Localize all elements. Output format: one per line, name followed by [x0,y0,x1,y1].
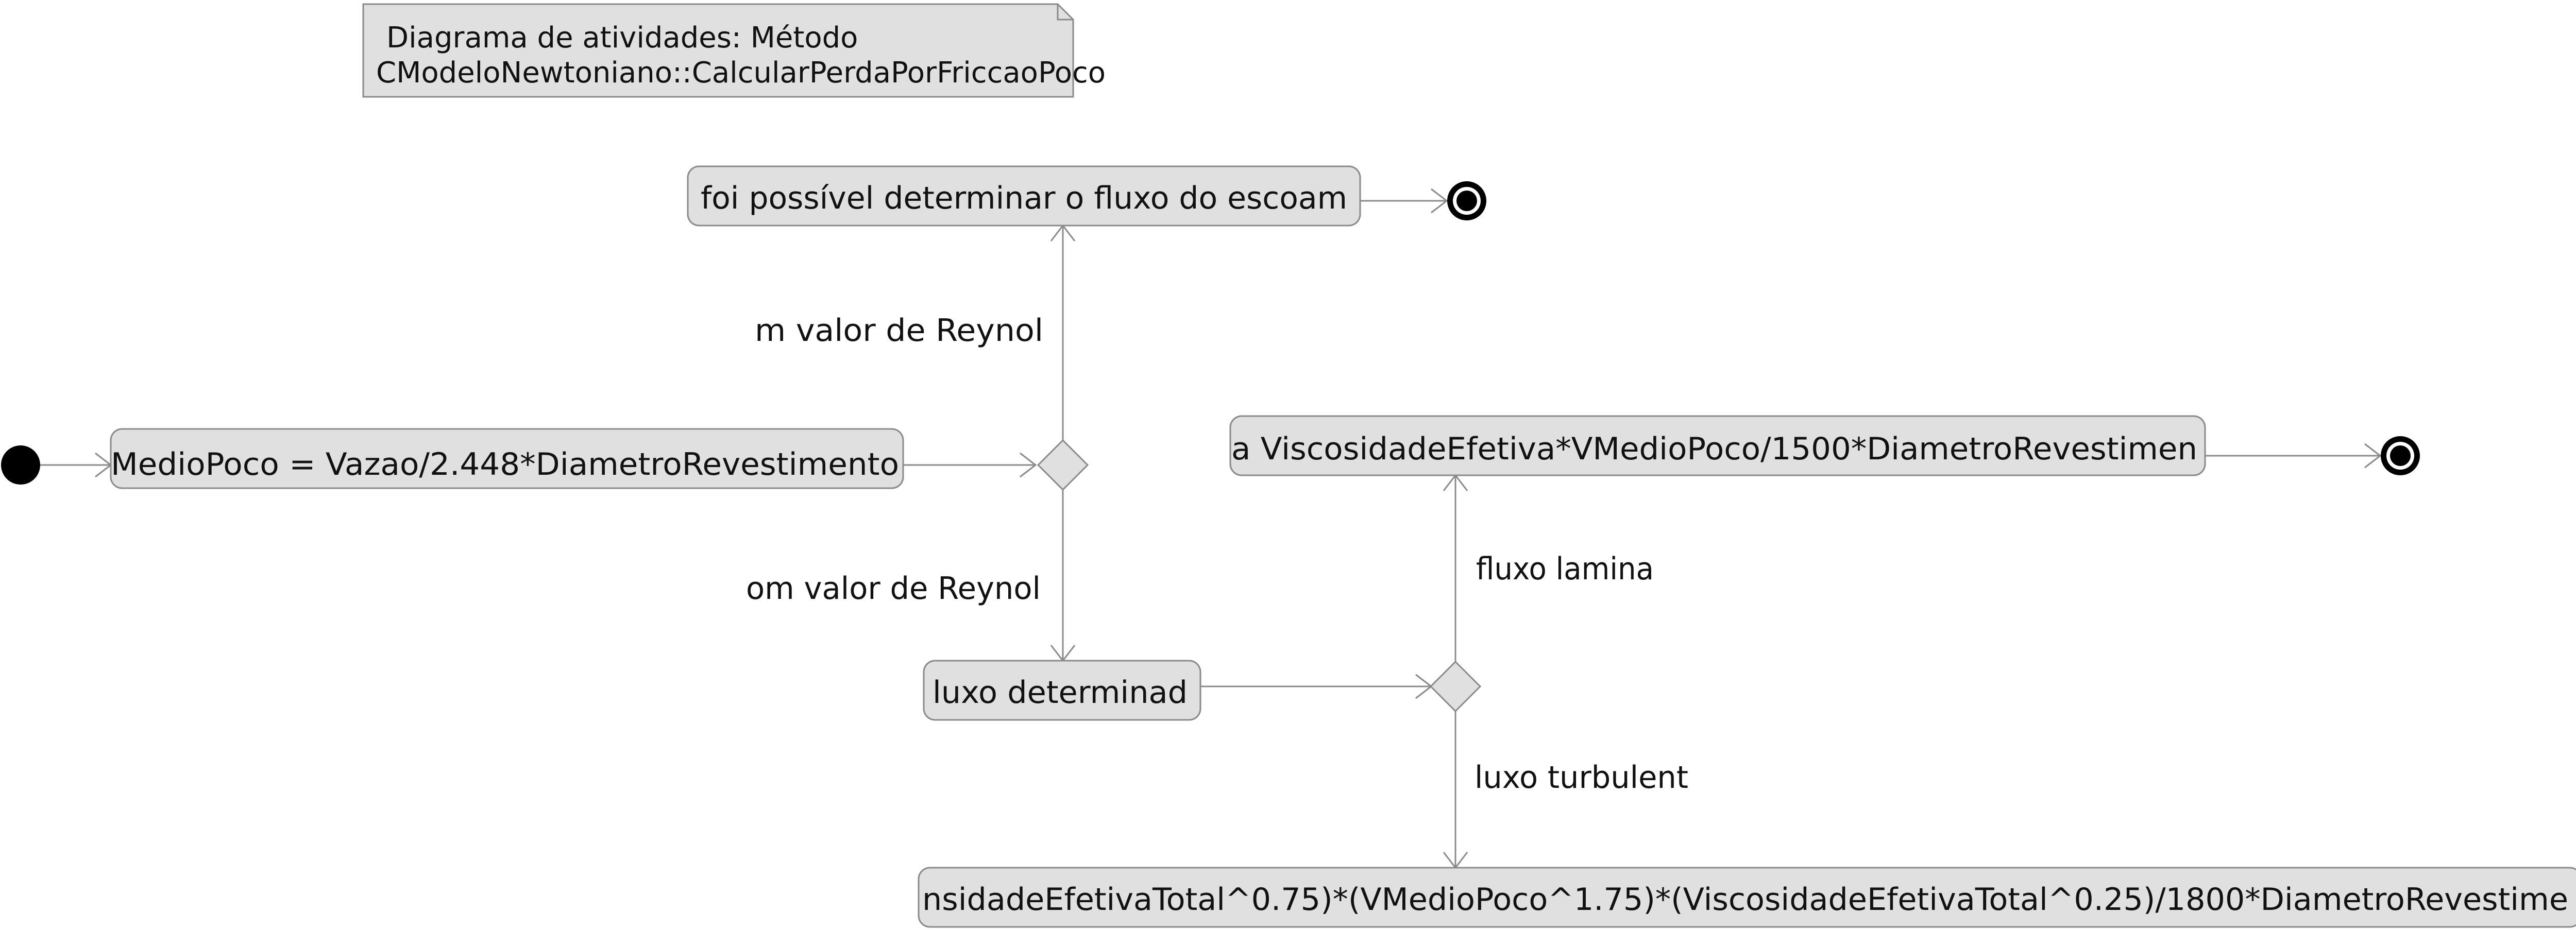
note-line-1: Diagrama de atividades: Método [386,21,858,55]
activity-compute-vmedio: MedioPoco = Vazao/2.448*DiametroRevestim… [110,428,904,489]
guard-laminar: fluxo lamina [1476,551,1654,587]
activity-box [687,165,1361,227]
activity-box [923,660,1201,721]
decision-node-reynolds [1037,439,1089,491]
activity-flow-determined: luxo determinad [923,660,1201,721]
activity-label: a ViscosidadeEfetiva*VMedioPoco/1500*Dia… [1231,431,2197,467]
activity-box [110,428,904,489]
diagram-title-note: Diagrama de atividades: Método CModeloNe… [362,3,1106,98]
activity-box [918,867,2576,928]
note-corner-fold [1057,4,1073,21]
activity-label: nsidadeEfetivaTotal^0.75)*(VMedioPoco^1.… [922,882,2568,918]
activity-label: luxo determinad [933,675,1188,711]
arrowhead [2364,443,2382,469]
guard-reynolds-down: om valor de Reynol [746,571,1041,607]
arrowhead [1431,188,1448,214]
arrowhead [1020,452,1037,478]
guard-reynolds-up: m valor de Reynol [755,313,1043,349]
note-shape [362,3,1074,98]
final-node-2 [2381,436,2420,475]
activity-laminar-formula: a ViscosidadeEfetiva*VMedioPoco/1500*Dia… [1229,415,2206,476]
note-line-2: CModeloNewtoniano::CalcularPerdaPorFricc… [376,56,1106,90]
activity-flow-undetermined: foi possível determinar o fluxo do escoa… [687,165,1361,227]
activity-label: foi possível determinar o fluxo do escoa… [701,180,1347,216]
guard-turbulent: luxo turbulent [1475,760,1688,796]
activity-box [1229,415,2206,476]
connectors [21,188,2382,869]
activity-label: MedioPoco = Vazao/2.448*DiametroRevestim… [111,446,899,483]
decision-node-flow-type [1429,660,1482,713]
activity-turbulent-formula: nsidadeEfetivaTotal^0.75)*(VMedioPoco^1.… [918,867,2576,928]
final-node-1 [1447,181,1486,220]
initial-node [1,445,40,485]
